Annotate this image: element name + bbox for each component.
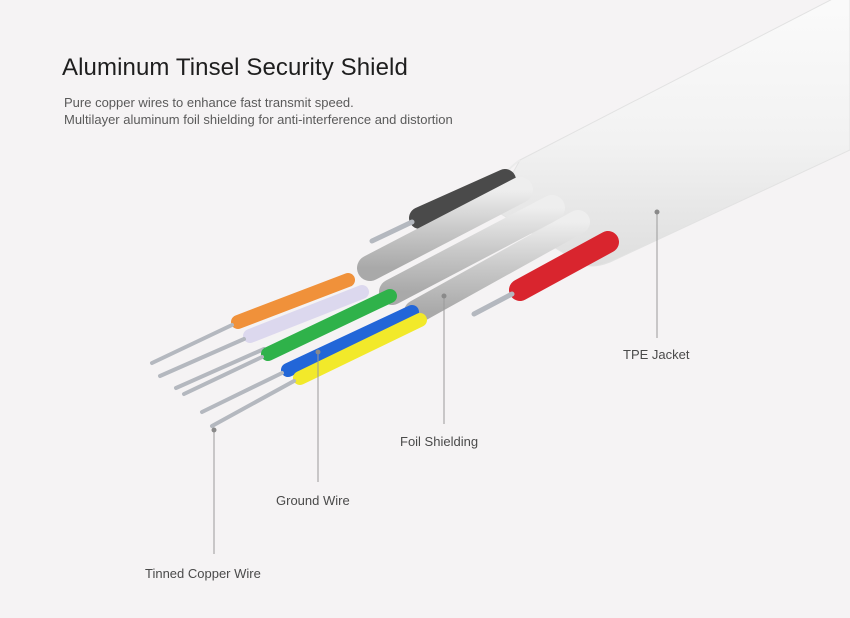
- callout-tpe-jacket: TPE Jacket: [623, 347, 690, 362]
- subtitle-line-2: Multilayer aluminum foil shielding for a…: [64, 112, 453, 127]
- orange-wire: [150, 273, 355, 365]
- blue-wire: [200, 305, 419, 414]
- yellow-wire: [210, 313, 427, 428]
- callout-foil-shielding: Foil Shielding: [400, 434, 479, 449]
- callout-ground-wire: Ground Wire: [276, 493, 350, 508]
- green-wire: [182, 289, 397, 396]
- black-wire: [369, 169, 516, 244]
- lavender-wire: [158, 285, 369, 378]
- callout-tinned-copper-wire: Tinned Copper Wire: [145, 566, 261, 581]
- subtitle-line-1: Pure copper wires to enhance fast transm…: [64, 95, 354, 110]
- foil-shielding-tubes: [357, 177, 590, 324]
- red-wire: [471, 231, 619, 317]
- callout-leaders: [211, 209, 660, 554]
- page-title: Aluminum Tinsel Security Shield: [62, 54, 408, 81]
